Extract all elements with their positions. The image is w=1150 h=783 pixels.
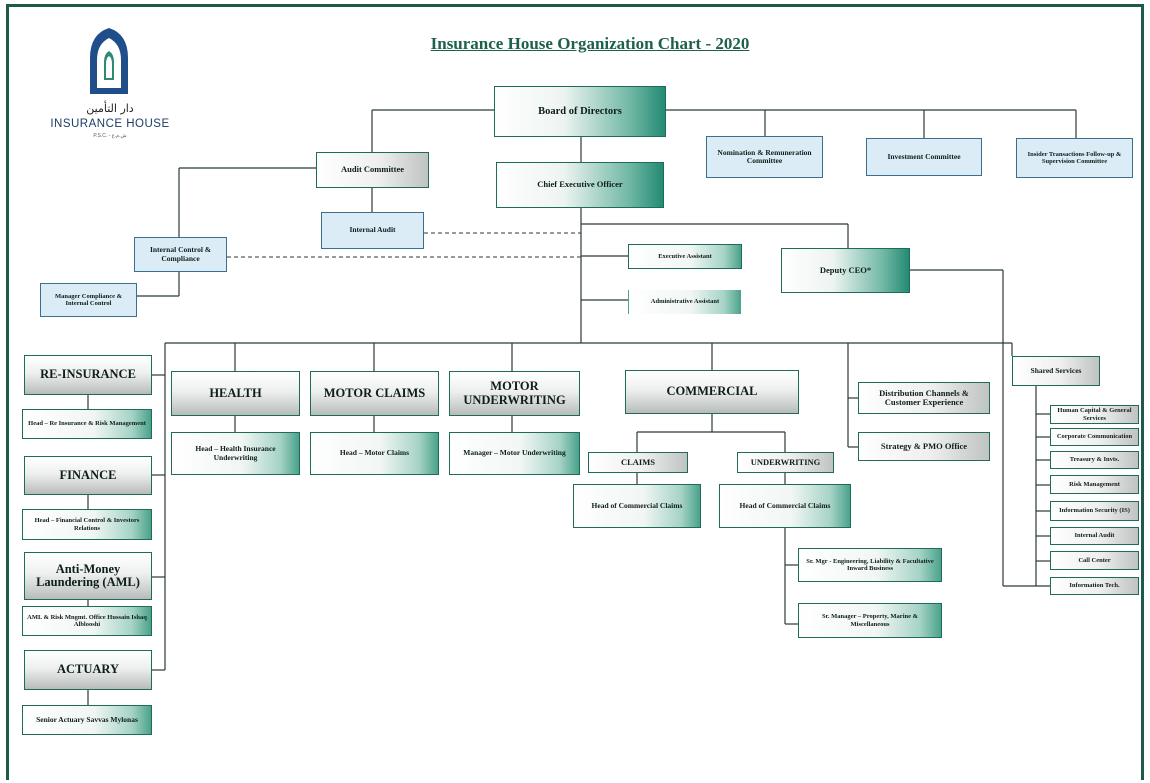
board-of-directors-box: Board of Directors: [494, 86, 666, 137]
health-head-box: Head – Health Insurance Underwriting: [171, 432, 300, 475]
aml-head-box: AML & Risk Mngmt. Office Hussain Ishaq A…: [22, 606, 152, 636]
motor-claims-box: MOTOR CLAIMS: [310, 371, 439, 416]
aml-box: Anti-Money Laundering (AML): [24, 552, 152, 600]
reinsurance-head-box: Head – Re Insurance & Risk Management: [22, 409, 152, 439]
sr-mgr-property-box: Sr. Manager – Property, Marine & Miscell…: [798, 603, 942, 638]
insider-transactions-committee-box: Insider Transactions Follow-up & Supervi…: [1016, 138, 1133, 178]
investment-committee-box: Investment Committee: [866, 138, 982, 176]
internal-control-compliance-box: Internal Control & Compliance: [134, 237, 227, 272]
actuary-head-box: Senior Actuary Savvas Mylonas: [22, 705, 152, 735]
executive-assistant-box: Executive Assistant: [628, 244, 742, 269]
shared-service-item: Risk Management: [1050, 475, 1139, 494]
sr-mgr-engineering-box: Sr. Mgr - Engineering, Liability & Facul…: [798, 548, 942, 582]
insurance-house-logo: [90, 28, 128, 94]
shared-service-item: Corporate Communication: [1050, 428, 1139, 446]
administrative-assistant-box: Administrative Assistant: [628, 290, 742, 314]
underwriting-box: UNDERWRITING: [737, 452, 834, 473]
deputy-ceo-box: Deputy CEO*: [781, 248, 910, 293]
commercial-box: COMMERCIAL: [625, 370, 799, 414]
finance-head-box: Head – Financial Control & Investors Rel…: [22, 509, 152, 540]
audit-committee-box: Audit Committee: [316, 152, 429, 188]
actuary-box: ACTUARY: [24, 650, 152, 690]
page-frame: [6, 4, 1144, 780]
strategy-pmo-box: Strategy & PMO Office: [858, 432, 990, 461]
shared-services-box: Shared Services: [1012, 356, 1100, 386]
nomination-committee-box: Nomination & Remuneration Committee: [706, 136, 823, 178]
shared-service-item: Internal Audit: [1050, 527, 1139, 545]
shared-service-item: Treasury & Invts.: [1050, 451, 1139, 469]
motor-claims-head-box: Head – Motor Claims: [310, 432, 439, 475]
distribution-channels-box: Distribution Channels & Customer Experie…: [858, 382, 990, 414]
logo-subtext: P.S.C. - ش.م.ع: [93, 133, 127, 139]
internal-audit-box: Internal Audit: [321, 212, 424, 249]
finance-box: FINANCE: [24, 456, 152, 495]
shared-service-item: Information Security (IS): [1050, 501, 1139, 521]
shared-service-item: Human Capital & General Services: [1050, 405, 1139, 424]
logo-company-name: INSURANCE HOUSE: [50, 118, 170, 130]
motor-underwriting-box: MOTOR UNDERWRITING: [449, 371, 580, 416]
reinsurance-box: RE-INSURANCE: [24, 355, 152, 395]
motor-underwriting-head-box: Manager – Motor Underwriting: [449, 432, 580, 475]
ceo-box: Chief Executive Officer: [496, 162, 664, 208]
claims-box: CLAIMS: [588, 452, 688, 473]
shared-service-item: Call Center: [1050, 551, 1139, 570]
shared-service-item: Information Tech.: [1050, 577, 1139, 595]
head-commercial-claims-box-1: Head of Commercial Claims: [573, 484, 701, 528]
manager-compliance-box: Manager Compliance & Internal Control: [40, 283, 137, 317]
health-box: HEALTH: [171, 371, 300, 416]
head-commercial-claims-box-2: Head of Commercial Claims: [719, 484, 851, 528]
logo-arabic-text: دار التأمين: [86, 102, 134, 115]
page-title: Insurance House Organization Chart - 202…: [430, 34, 750, 53]
